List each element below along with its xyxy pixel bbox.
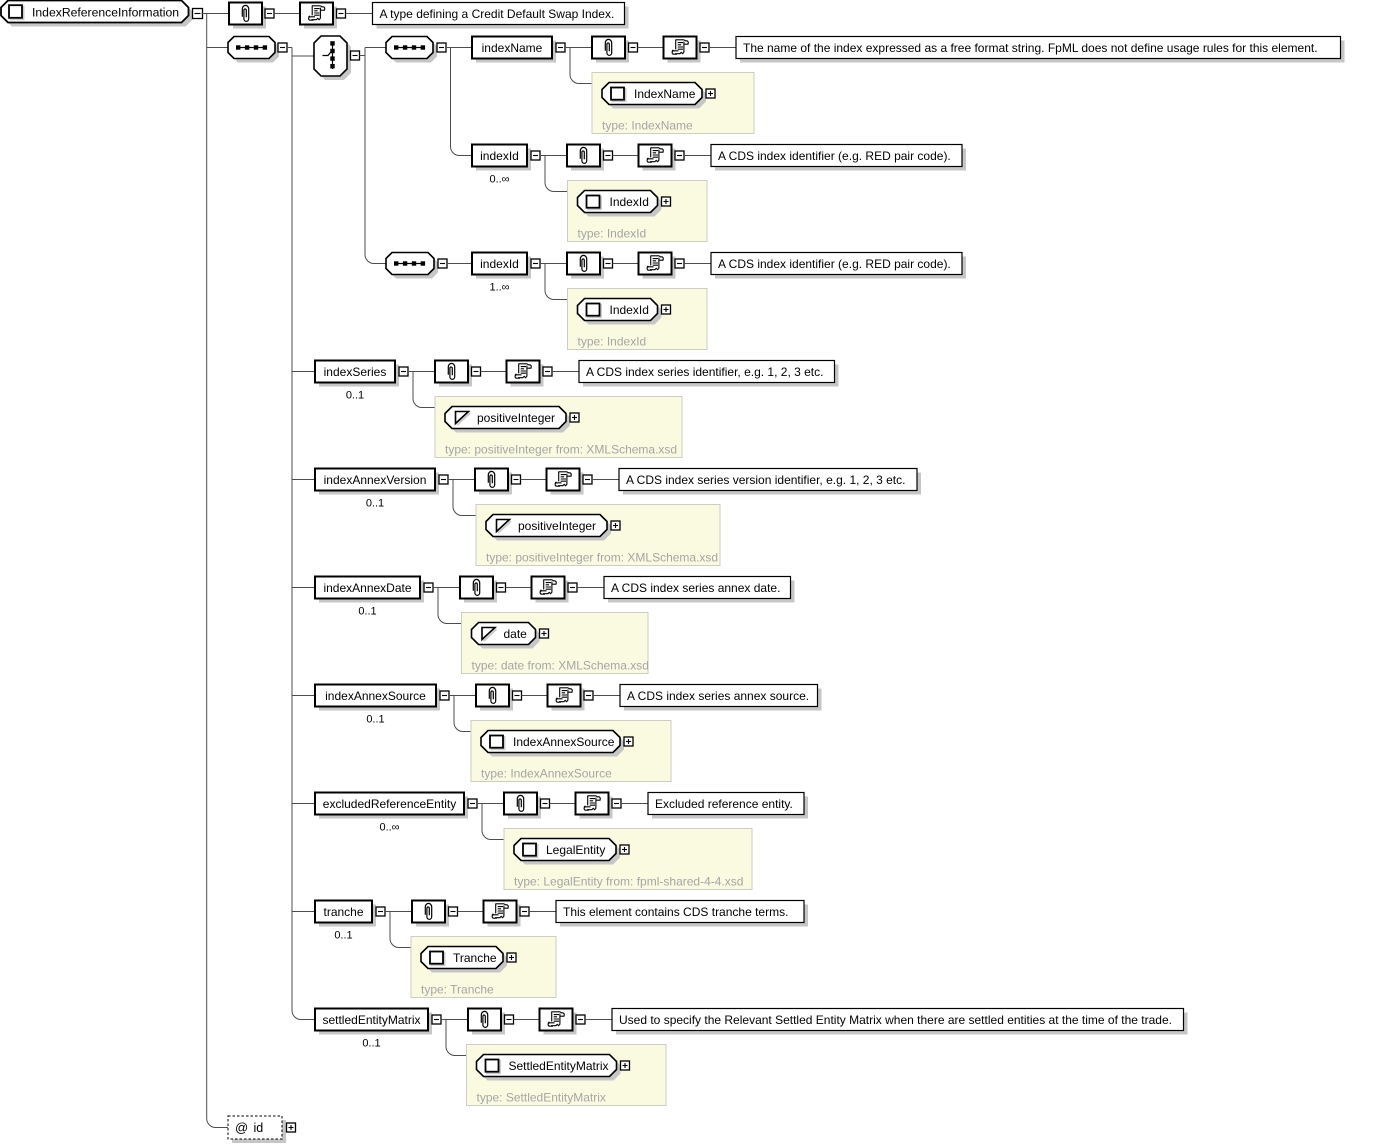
svg-text:indexSeries: indexSeries bbox=[324, 365, 387, 379]
svg-text:@: @ bbox=[235, 1120, 248, 1135]
svg-text:type: IndexId: type: IndexId bbox=[578, 227, 647, 241]
svg-text:indexId: indexId bbox=[480, 149, 519, 163]
svg-text:0..1: 0..1 bbox=[366, 498, 384, 510]
svg-text:indexAnnexVersion: indexAnnexVersion bbox=[324, 473, 427, 487]
svg-text:A CDS index series annex date.: A CDS index series annex date. bbox=[611, 581, 780, 595]
svg-text:type: Tranche: type: Tranche bbox=[421, 983, 494, 997]
svg-text:positiveInteger: positiveInteger bbox=[477, 411, 555, 425]
svg-text:tranche: tranche bbox=[323, 905, 363, 919]
svg-text:0..1: 0..1 bbox=[362, 1038, 380, 1050]
svg-text:0..∞: 0..∞ bbox=[379, 822, 399, 834]
svg-text:0..1: 0..1 bbox=[334, 930, 352, 942]
svg-text:This element contains CDS tran: This element contains CDS tranche terms. bbox=[563, 905, 788, 919]
svg-text:Used to specify the Relevant S: Used to specify the Relevant Settled Ent… bbox=[619, 1013, 1172, 1027]
svg-text:The name of the index expresse: The name of the index expressed as a fre… bbox=[743, 41, 1318, 55]
svg-text:type: date from: XMLSchema.xsd: type: date from: XMLSchema.xsd bbox=[472, 659, 649, 673]
svg-text:IndexAnnexSource: IndexAnnexSource bbox=[513, 735, 615, 749]
svg-text:excludedReferenceEntity: excludedReferenceEntity bbox=[323, 797, 456, 811]
svg-text:date: date bbox=[504, 627, 528, 641]
svg-text:IndexId: IndexId bbox=[610, 195, 649, 209]
svg-text:IndexReferenceInformation: IndexReferenceInformation bbox=[32, 6, 179, 20]
svg-text:LegalEntity: LegalEntity bbox=[546, 843, 605, 857]
svg-text:1..∞: 1..∞ bbox=[489, 282, 509, 294]
svg-text:type: LegalEntity from: fpml-s: type: LegalEntity from: fpml-shared-4-4.… bbox=[514, 875, 743, 889]
svg-text:indexName: indexName bbox=[482, 41, 543, 55]
svg-text:indexAnnexSource: indexAnnexSource bbox=[325, 689, 426, 703]
svg-text:A CDS index series identifier,: A CDS index series identifier, e.g. 1, 2… bbox=[586, 365, 823, 379]
svg-text:A CDS index identifier (e.g. R: A CDS index identifier (e.g. RED pair co… bbox=[718, 149, 951, 163]
svg-text:Tranche: Tranche bbox=[453, 951, 497, 965]
svg-text:A CDS index identifier (e.g. R: A CDS index identifier (e.g. RED pair co… bbox=[718, 257, 951, 271]
svg-text:A CDS index series annex sourc: A CDS index series annex source. bbox=[627, 689, 809, 703]
svg-text:settledEntityMatrix: settledEntityMatrix bbox=[322, 1013, 420, 1027]
svg-text:positiveInteger: positiveInteger bbox=[518, 519, 596, 533]
svg-text:type: IndexAnnexSource: type: IndexAnnexSource bbox=[481, 767, 612, 781]
svg-text:A type defining a Credit Defau: A type defining a Credit Default Swap In… bbox=[380, 7, 615, 21]
svg-text:0..1: 0..1 bbox=[346, 390, 364, 402]
svg-text:A CDS index series version ide: A CDS index series version identifier, e… bbox=[626, 473, 905, 487]
svg-text:type: positiveInteger from: XM: type: positiveInteger from: XMLSchema.xs… bbox=[486, 551, 718, 565]
svg-text:IndexId: IndexId bbox=[610, 303, 649, 317]
svg-text:IndexName: IndexName bbox=[634, 87, 696, 101]
svg-text:indexId: indexId bbox=[480, 257, 519, 271]
svg-text:type: IndexName: type: IndexName bbox=[602, 119, 693, 133]
svg-text:type: SettledEntityMatrix: type: SettledEntityMatrix bbox=[477, 1091, 606, 1105]
svg-text:0..1: 0..1 bbox=[358, 606, 376, 618]
svg-text:type: positiveInteger from: XM: type: positiveInteger from: XMLSchema.xs… bbox=[445, 443, 677, 457]
svg-text:Excluded reference entity.: Excluded reference entity. bbox=[655, 797, 793, 811]
svg-text:id: id bbox=[254, 1121, 264, 1135]
svg-text:0..∞: 0..∞ bbox=[489, 174, 509, 186]
svg-text:0..1: 0..1 bbox=[366, 714, 384, 726]
svg-text:SettledEntityMatrix: SettledEntityMatrix bbox=[509, 1059, 609, 1073]
svg-text:indexAnnexDate: indexAnnexDate bbox=[323, 581, 411, 595]
svg-text:type: IndexId: type: IndexId bbox=[578, 335, 647, 349]
